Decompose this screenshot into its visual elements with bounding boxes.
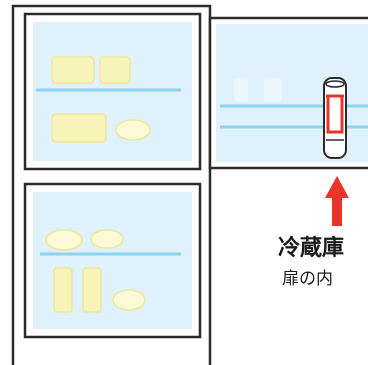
food-dish bbox=[115, 119, 151, 141]
food-bottle bbox=[53, 267, 73, 313]
door-item bbox=[234, 78, 248, 102]
arrow-up-icon bbox=[325, 176, 349, 226]
food-dish bbox=[112, 289, 146, 311]
food-container bbox=[51, 56, 95, 84]
food-container bbox=[99, 56, 131, 84]
food-dish bbox=[90, 229, 124, 249]
label-refrigerator: 冷蔵庫 bbox=[278, 236, 345, 261]
food-dish bbox=[45, 229, 83, 251]
label-door-inside: 扉の内 bbox=[282, 269, 333, 289]
door-item bbox=[264, 78, 282, 102]
battery-icon bbox=[323, 77, 347, 159]
food-container bbox=[51, 113, 107, 143]
food-bottle bbox=[82, 267, 102, 313]
